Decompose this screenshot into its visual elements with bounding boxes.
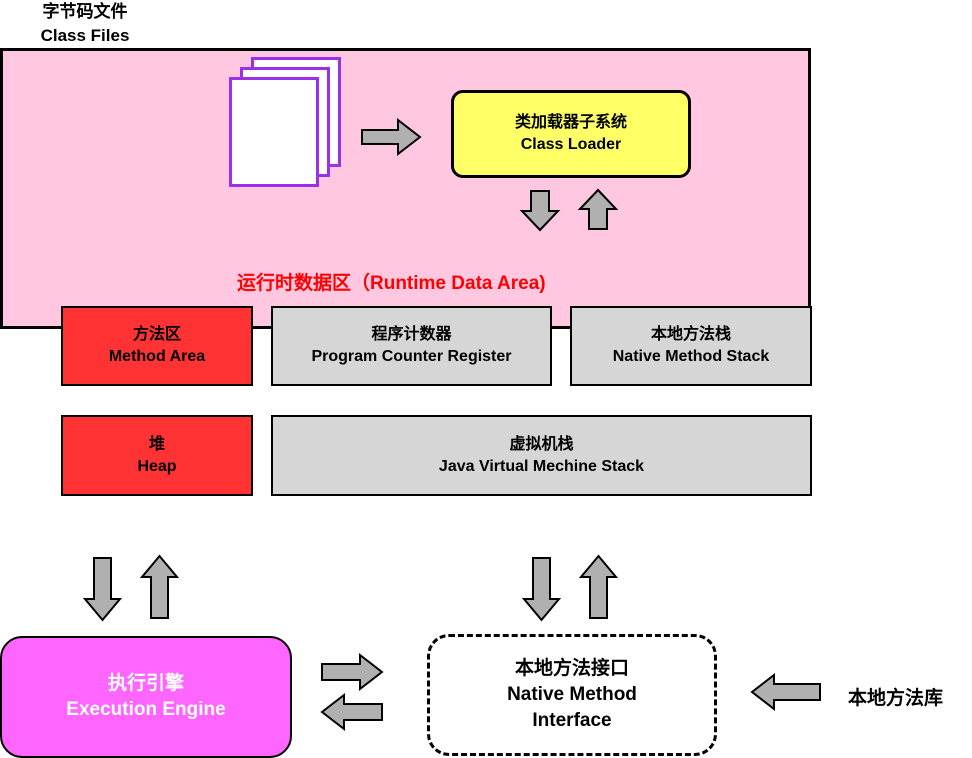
native-method-stack-box: 本地方法栈 Native Method Stack — [570, 306, 812, 386]
class-files-title-cn: 字节码文件 — [42, 2, 128, 21]
arrow-up-icon — [577, 188, 619, 230]
arrow-right-icon — [361, 117, 422, 157]
jvm-stack-box: 虚拟机栈 Java Virtual Mechine Stack — [271, 415, 812, 496]
heap-box: 堆 Heap — [61, 415, 253, 496]
runtime-data-area-title: 运行时数据区（Runtime Data Area) — [237, 273, 546, 294]
pc-register-box: 程序计数器 Program Counter Register — [271, 306, 552, 386]
class-files-title: 字节码文件 Class Files — [0, 0, 170, 48]
heap-en: Heap — [137, 457, 177, 475]
pc-register-cn: 程序计数器 — [371, 326, 452, 343]
native-method-interface-box: 本地方法接口 Native Method Interface — [427, 634, 717, 756]
native-method-interface-en1: Native Method — [507, 684, 637, 705]
jvm-stack-cn: 虚拟机栈 — [509, 435, 574, 453]
class-file-page-front — [229, 77, 319, 187]
arrow-up-icon — [578, 554, 619, 619]
method-area-box: 方法区 Method Area — [61, 306, 253, 386]
execution-engine-en: Execution Engine — [66, 699, 226, 720]
class-loader-cn: 类加载器子系统 — [514, 114, 627, 131]
arrow-down-icon — [82, 557, 123, 622]
class-loader-en: Class Loader — [520, 136, 622, 153]
class-files-title-en: Class Files — [40, 26, 130, 45]
arrow-right-icon — [321, 652, 384, 692]
heap-cn: 堆 — [148, 435, 165, 453]
native-method-stack-en: Native Method Stack — [612, 348, 770, 365]
native-method-stack-cn: 本地方法栈 — [650, 326, 731, 343]
native-method-library-label: 本地方法库 — [848, 688, 944, 709]
jvm-stack-en: Java Virtual Mechine Stack — [438, 457, 645, 475]
native-method-interface-en2: Interface — [532, 710, 612, 731]
arrow-left-icon — [750, 672, 821, 712]
execution-engine-box: 执行引擎 Execution Engine — [0, 636, 292, 758]
method-area-cn: 方法区 — [132, 326, 181, 343]
arrow-down-icon — [521, 557, 562, 622]
method-area-en: Method Area — [108, 348, 206, 365]
class-files-stack-icon — [229, 55, 349, 195]
arrow-up-icon — [139, 554, 180, 619]
arrow-left-icon — [320, 692, 383, 732]
execution-engine-cn: 执行引擎 — [107, 673, 184, 694]
pc-register-en: Program Counter Register — [311, 348, 512, 365]
arrow-down-icon — [519, 190, 561, 232]
native-method-interface-cn: 本地方法接口 — [514, 658, 629, 679]
class-loader-box: 类加载器子系统 Class Loader — [451, 90, 691, 178]
